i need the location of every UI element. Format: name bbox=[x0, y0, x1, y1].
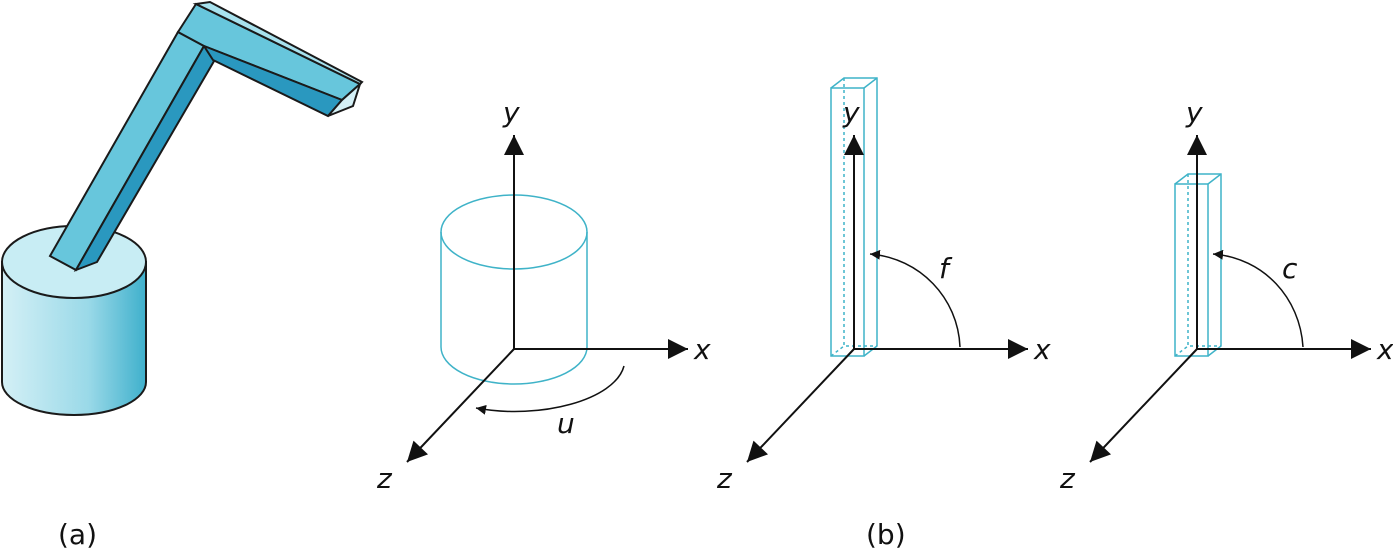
angle-label-c: c bbox=[1282, 252, 1298, 285]
z-axis-label-2: z bbox=[716, 462, 733, 495]
upper-arm-frame: y x z c bbox=[1059, 96, 1393, 495]
angle-label-f: f bbox=[939, 252, 953, 285]
robot-lower-arm bbox=[48, 30, 219, 272]
x-axis-label-1: x bbox=[693, 333, 711, 366]
f-rotation-arc bbox=[869, 249, 961, 348]
y-axis-label-3: y bbox=[1185, 96, 1203, 129]
y-axis-label-1: y bbox=[502, 96, 520, 129]
x-axis-label-3: x bbox=[1376, 333, 1393, 366]
c-rotation-arc bbox=[1212, 249, 1304, 348]
y-axis-label-2: y bbox=[842, 96, 860, 129]
z-axis-3 bbox=[1089, 348, 1198, 463]
robot-upper-arm bbox=[176, 0, 364, 118]
lower-arm-frame: y x z f bbox=[716, 77, 1051, 495]
z-axis-2 bbox=[746, 348, 855, 463]
x-axis-label-2: x bbox=[1033, 333, 1051, 366]
u-rotation-arc bbox=[475, 365, 625, 415]
z-axis-label-1: z bbox=[376, 462, 393, 495]
robot-arm-model bbox=[1, 0, 364, 416]
z-axis-1 bbox=[406, 348, 515, 463]
angle-label-u: u bbox=[557, 407, 575, 440]
z-axis-label-3: z bbox=[1059, 462, 1076, 495]
caption-b: (b) bbox=[866, 518, 906, 551]
caption-a: (a) bbox=[58, 518, 97, 551]
base-rotation-frame: y x z u bbox=[376, 96, 711, 495]
